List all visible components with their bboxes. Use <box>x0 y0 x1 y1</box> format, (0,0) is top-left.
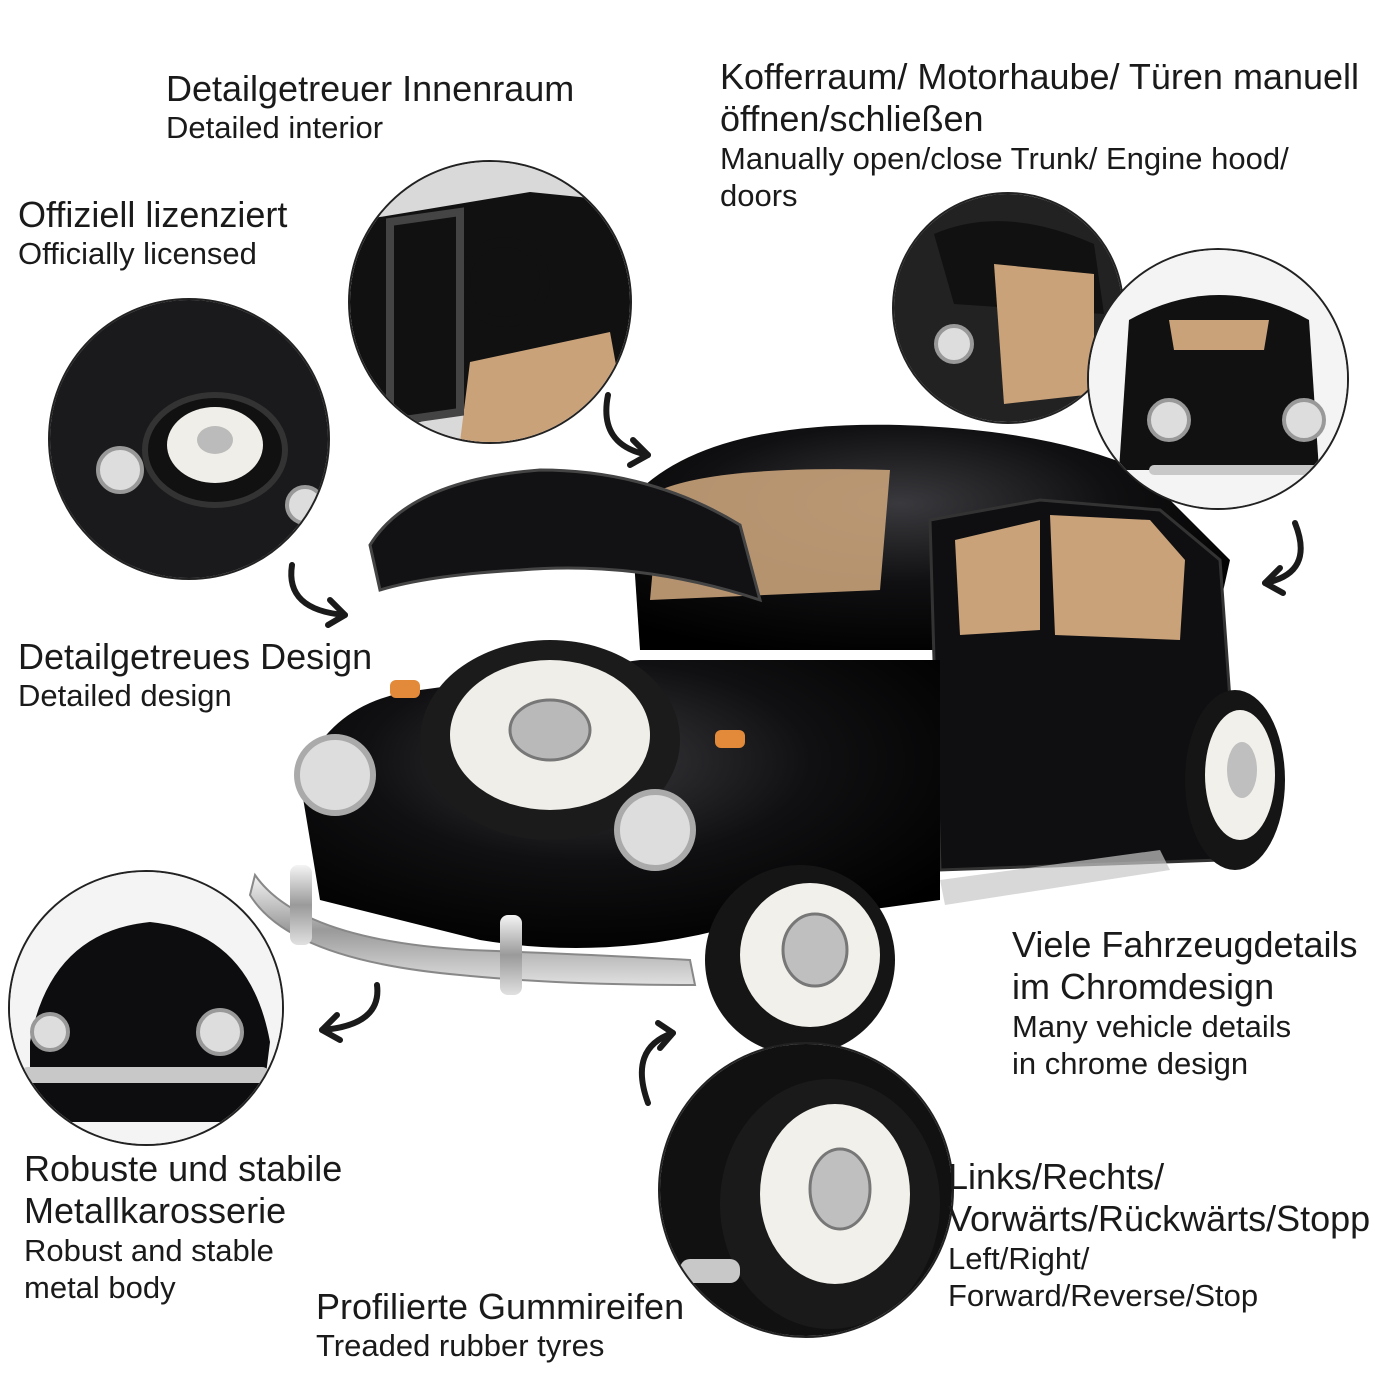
feature-controls-de: Links/Rechts/ Vorwärts/Rückwärts/Stopp <box>948 1156 1371 1240</box>
feature-tyres-de: Profilierte Gummireifen <box>316 1286 685 1327</box>
detail-circle-doors-open <box>1087 248 1349 510</box>
curved-arrow-icon <box>638 1020 676 1106</box>
feature-interior-en: Detailed interior <box>166 110 384 146</box>
feature-openings-de: Kofferraum/ Motorhaube/ Türen manuell öf… <box>720 56 1360 140</box>
detail-circle-tyre <box>658 1042 954 1338</box>
feature-licensed: Offiziell lizenziert Officially licensed <box>18 194 287 273</box>
feature-licensed-de: Offiziell lizenziert <box>18 194 288 235</box>
feature-controls-en: Left/Right/ Forward/Reverse/Stop <box>948 1240 1259 1313</box>
feature-controls: Links/Rechts/ Vorwärts/Rückwärts/Stopp L… <box>948 1156 1370 1314</box>
curved-arrow-icon <box>603 392 651 468</box>
detail-circle-chrome-front <box>8 870 284 1146</box>
feature-design-en: Detailed design <box>18 678 232 714</box>
feature-tyres-en: Treaded rubber tyres <box>316 1328 605 1364</box>
curved-arrow-icon <box>1262 520 1304 596</box>
feature-interior-de: Detailgetreuer Innenraum <box>166 68 575 109</box>
feature-design: Detailgetreues Design Detailed design <box>18 636 372 715</box>
detail-circle-trunk-open <box>892 192 1124 424</box>
feature-interior: Detailgetreuer Innenraum Detailed interi… <box>166 68 574 147</box>
feature-body-en: Robust and stable metal body <box>24 1232 274 1305</box>
feature-design-de: Detailgetreues Design <box>18 636 373 677</box>
detail-circle-licensed-rear <box>48 298 330 580</box>
curved-arrow-icon <box>288 562 348 628</box>
feature-body-de: Robuste und stabile Metallkarosserie <box>24 1148 343 1232</box>
feature-chrome-de: Viele Fahrzeugdetails im Chromdesign <box>1012 924 1358 1008</box>
feature-openings: Kofferraum/ Motorhaube/ Türen manuell öf… <box>720 56 1359 214</box>
feature-chrome-en: Many vehicle details in chrome design <box>1012 1008 1292 1081</box>
feature-chrome: Viele Fahrzeugdetails im Chromdesign Man… <box>1012 924 1358 1082</box>
feature-openings-en: Manually open/close Trunk/ Engine hood/ … <box>720 140 1289 213</box>
feature-body: Robuste und stabile Metallkarosserie Rob… <box>24 1148 342 1306</box>
feature-tyres: Profilierte Gummireifen Treaded rubber t… <box>316 1286 684 1365</box>
curved-arrow-icon <box>319 982 381 1043</box>
detail-circle-interior <box>348 160 632 444</box>
feature-licensed-en: Officially licensed <box>18 236 257 272</box>
